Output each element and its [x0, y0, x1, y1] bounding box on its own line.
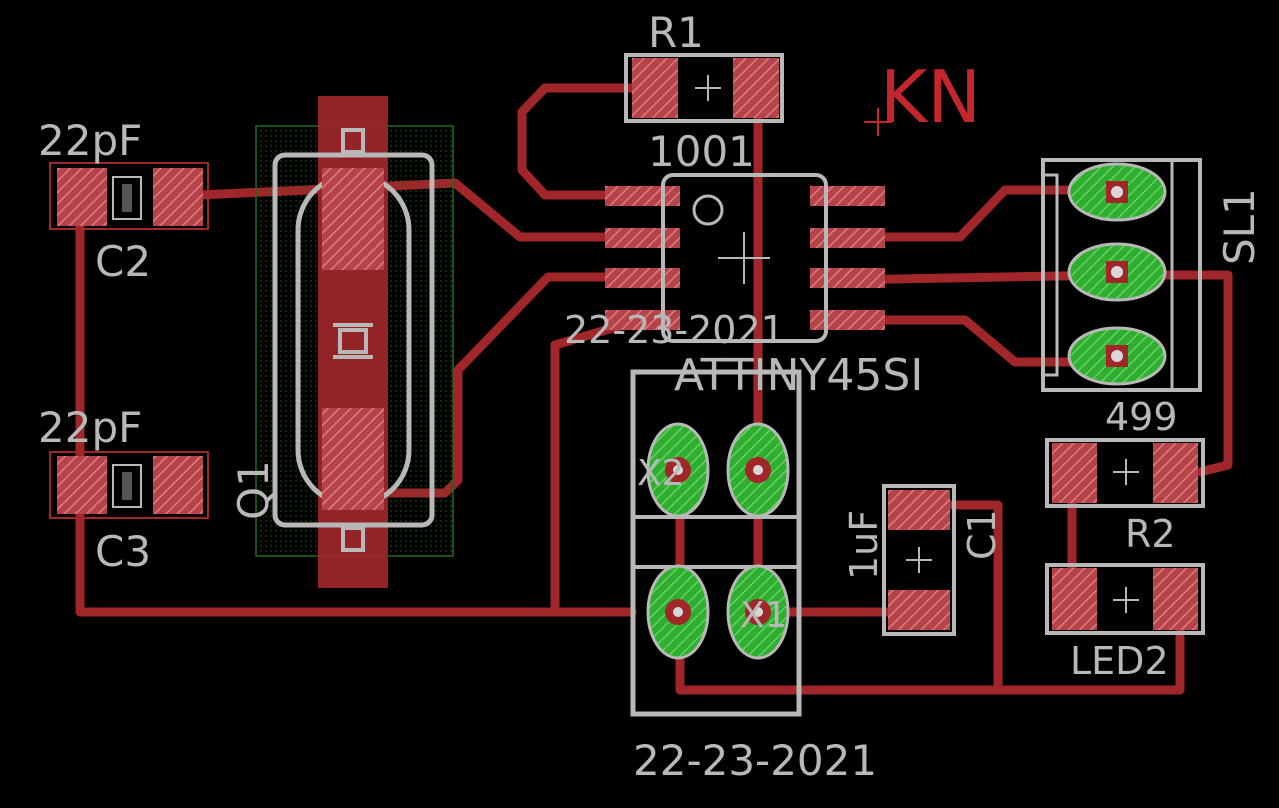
- trace-ic-sl1-pin1: [835, 185, 1120, 242]
- c1-name-label: C1: [960, 509, 1004, 560]
- header-x1-x2[interactable]: [630, 369, 802, 717]
- header-sl1[interactable]: [1041, 158, 1202, 392]
- r1-value-label: 1001: [648, 127, 755, 176]
- c3-value-label: 22pF: [38, 403, 142, 452]
- ic-attiny45[interactable]: [605, 173, 885, 343]
- kn-mark-label: KN: [880, 55, 981, 139]
- c3-name-label: C3: [95, 527, 151, 576]
- bottom-date-label: 22-23-2021: [633, 736, 877, 785]
- resistor-r2[interactable]: [1045, 438, 1205, 508]
- x2-name-label: X2: [637, 453, 685, 494]
- crystal-q1[interactable]: [255, 96, 454, 588]
- c2-name-label: C2: [95, 237, 151, 286]
- r2-name-label: R2: [1125, 512, 1176, 556]
- trace-ic-sl1-pin2: [835, 270, 1233, 477]
- led-led2[interactable]: [1045, 563, 1205, 635]
- sl1-name-label: SL1: [1215, 188, 1264, 265]
- led2-name-label: LED2: [1070, 639, 1169, 683]
- capacitor-c2[interactable]: [49, 162, 209, 230]
- x1-name-label: X1: [740, 595, 788, 636]
- trace-r1-loop: [517, 83, 645, 200]
- capacitor-c3[interactable]: [49, 451, 209, 519]
- capacitor-c1[interactable]: [882, 484, 956, 636]
- c2-value-label: 22pF: [38, 116, 142, 165]
- trace-left-ground: [75, 205, 637, 617]
- r1-name-label: R1: [648, 8, 704, 57]
- trace-ic-pin4-ground: [550, 315, 645, 617]
- r2-value-label: 499: [1105, 395, 1178, 439]
- c1-value-label: 1uF: [842, 510, 886, 580]
- ic-date-label: 22-23-2021: [564, 308, 785, 352]
- origin-cross-icon: [864, 108, 892, 136]
- q1-name-label: Q1: [229, 460, 278, 520]
- resistor-r1[interactable]: [624, 53, 784, 123]
- trace-ic-sl1-pin3: [835, 315, 1120, 367]
